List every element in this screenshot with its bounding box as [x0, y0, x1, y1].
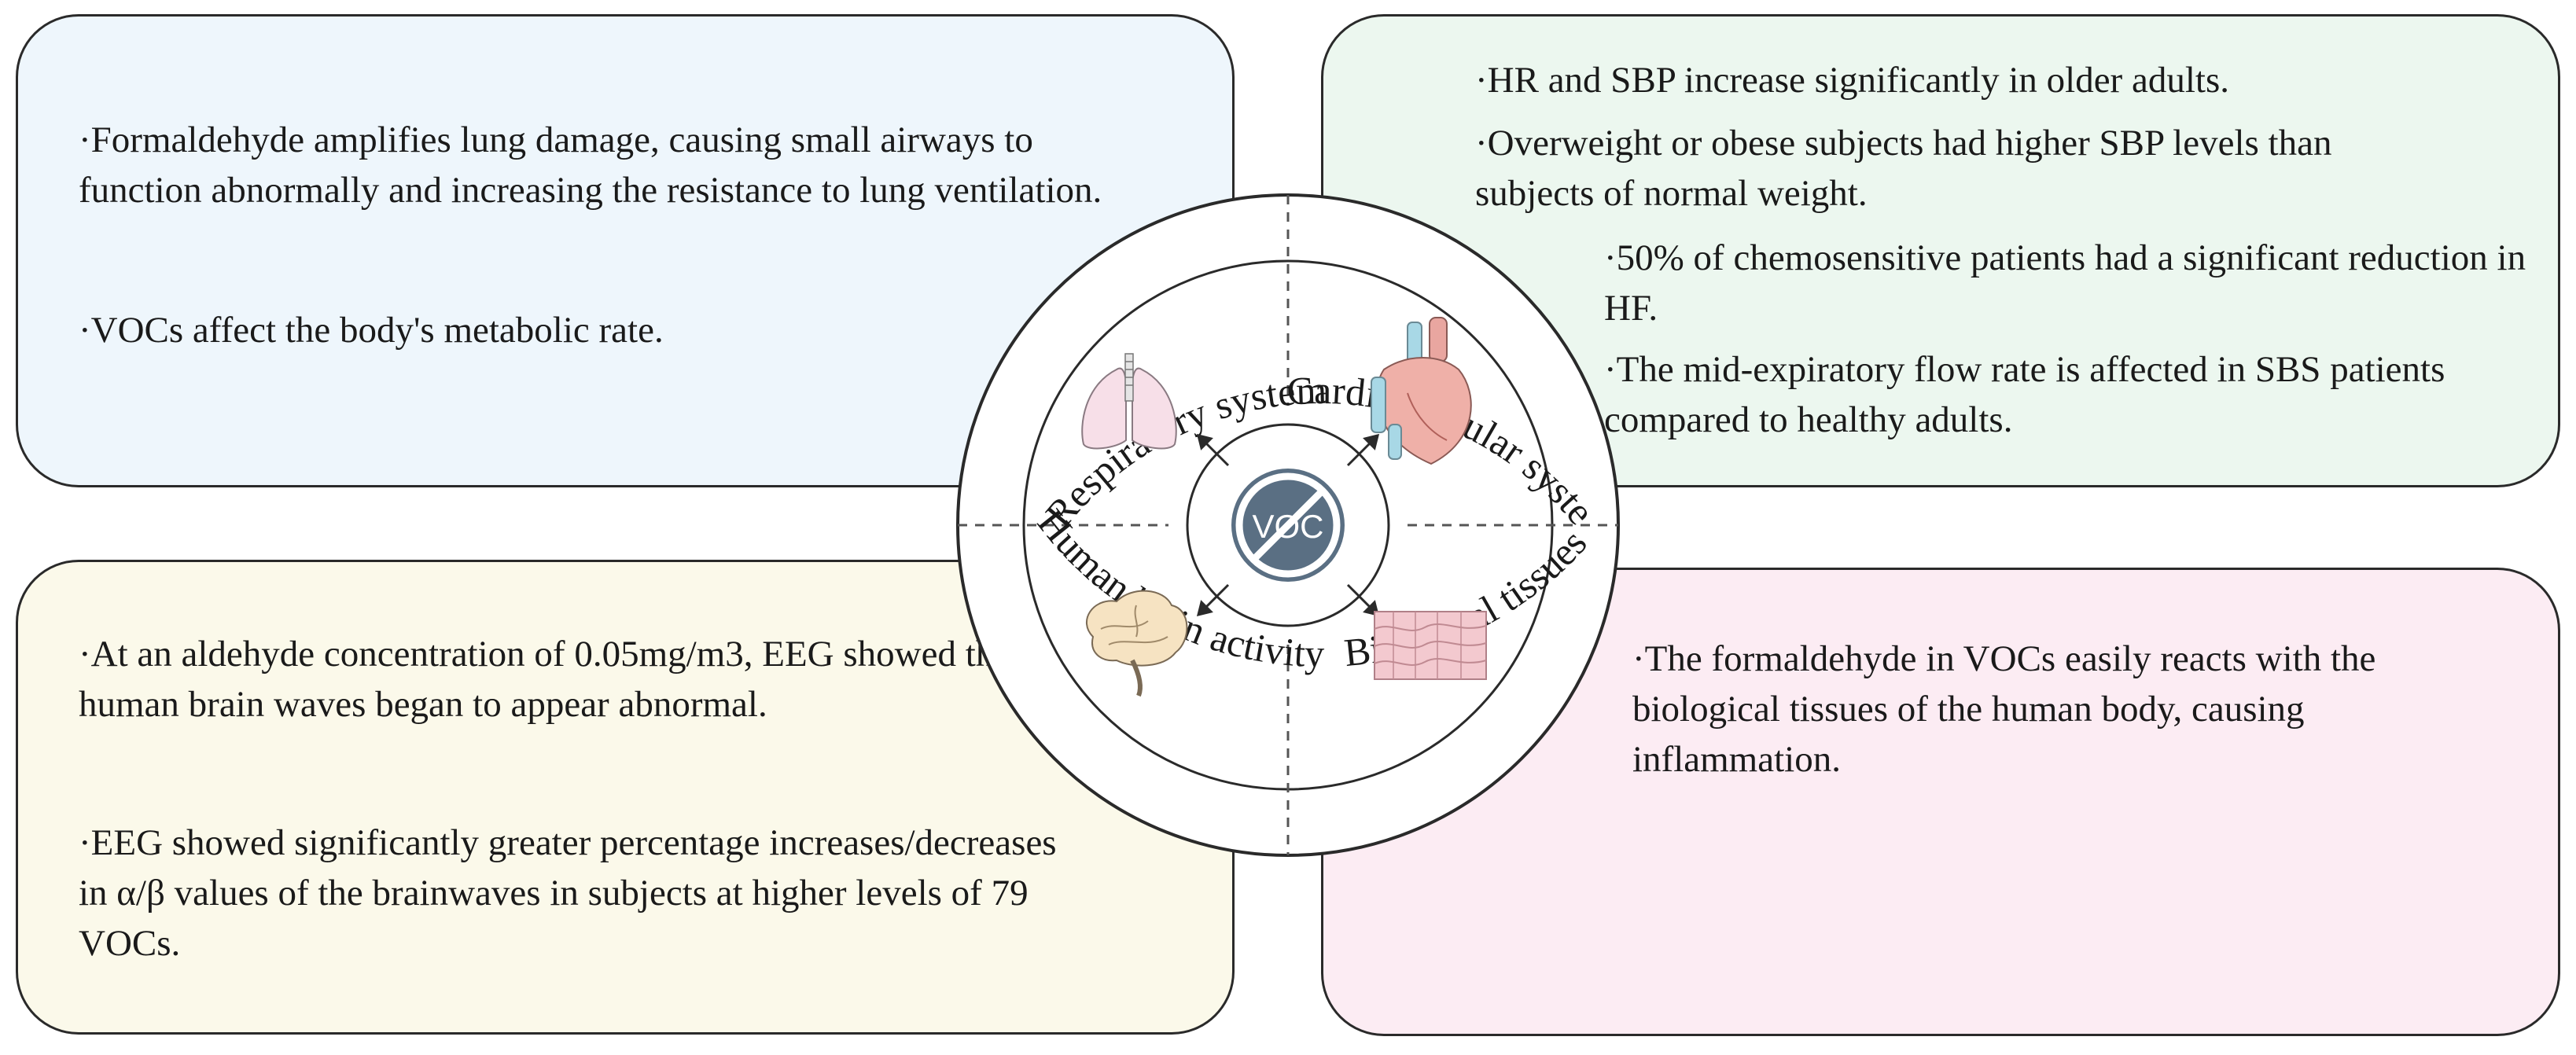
cardiovascular-bullet-3: ·50% of chemosensitive patients had a si…	[1604, 237, 2526, 329]
cardiovascular-bullet-4: ·The mid-expiratory flow rate is affecte…	[1604, 349, 2445, 440]
tissue-icon	[1374, 611, 1487, 680]
lungs-icon	[1081, 353, 1177, 450]
brain-bullet-1: ·At an aldehyde concentration of 0.05mg/…	[79, 634, 1021, 725]
heart-icon	[1371, 317, 1472, 465]
tissues-bullet-1: ·The formaldehyde in VOCs easily reacts …	[1632, 638, 2376, 780]
brain-icon	[1085, 590, 1188, 697]
no-voc-icon: VOC	[1231, 469, 1345, 582]
cardiovascular-bullet-2: ·Overweight or obese subjects had higher…	[1475, 123, 2332, 214]
brain-bullet-2: ·EEG showed significantly greater percen…	[79, 822, 1057, 964]
voc-label: VOC	[1252, 508, 1323, 545]
cardiovascular-bullet-1: ·HR and SBP increase significantly in ol…	[1475, 60, 2229, 101]
respiratory-bullet-2: ·VOCs affect the body's metabolic rate.	[79, 310, 664, 351]
respiratory-bullet-1: ·Formaldehyde amplifies lung damage, cau…	[79, 119, 1102, 211]
